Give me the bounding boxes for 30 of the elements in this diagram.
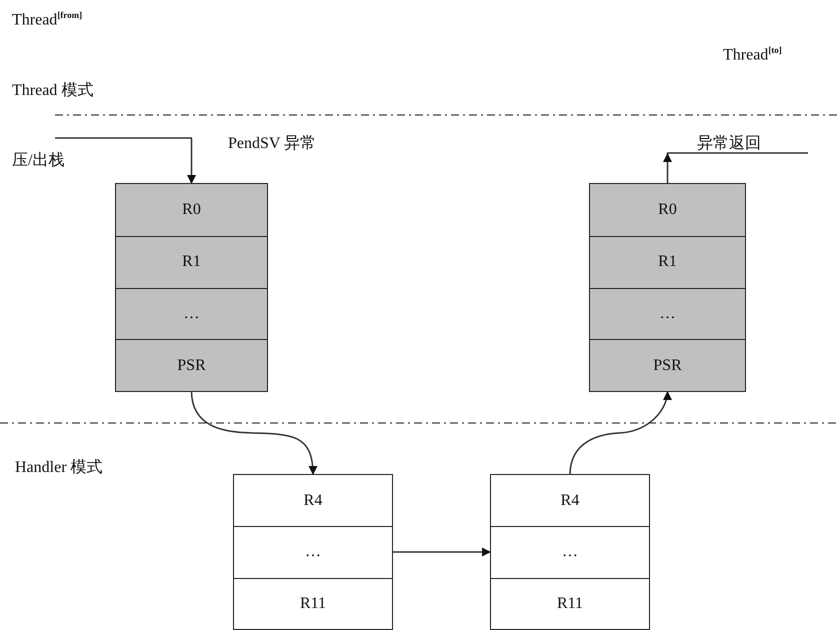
register-cell: R4 <box>491 475 649 526</box>
register-cell: PSR <box>590 339 745 391</box>
mode-label: 异常返回 <box>697 134 761 154</box>
thread-label: Thread$^{[to]}$ <box>723 45 782 64</box>
register-cell: … <box>491 526 649 578</box>
stack-frame <box>233 474 393 630</box>
arrow <box>187 138 196 184</box>
register-cell: R11 <box>234 578 392 629</box>
stack-frame <box>589 183 746 392</box>
register-cell: R11 <box>491 578 649 629</box>
register-cell: … <box>234 526 392 578</box>
register-cell: R1 <box>116 236 267 288</box>
register-cell: … <box>116 288 267 340</box>
register-cell: R4 <box>234 475 392 526</box>
stack-frame <box>115 183 268 392</box>
register-cell: R1 <box>590 236 745 288</box>
arrow <box>663 153 672 184</box>
mode-label: 压/出栈 <box>12 150 64 171</box>
register-cell: R0 <box>116 184 267 236</box>
arrow <box>190 390 318 476</box>
mode-label: PendSV 异常 <box>228 134 316 154</box>
register-cell: PSR <box>116 339 267 391</box>
thread-label: Thread$^{[from]}$ <box>12 10 82 30</box>
mode-label: Thread 模式 <box>12 80 94 101</box>
arrow <box>392 548 491 556</box>
mode-label: Handler 模式 <box>15 458 103 478</box>
register-cell: R0 <box>590 184 745 236</box>
arrow <box>569 390 672 476</box>
stack-frame <box>490 474 650 630</box>
register-cell: … <box>590 288 745 340</box>
